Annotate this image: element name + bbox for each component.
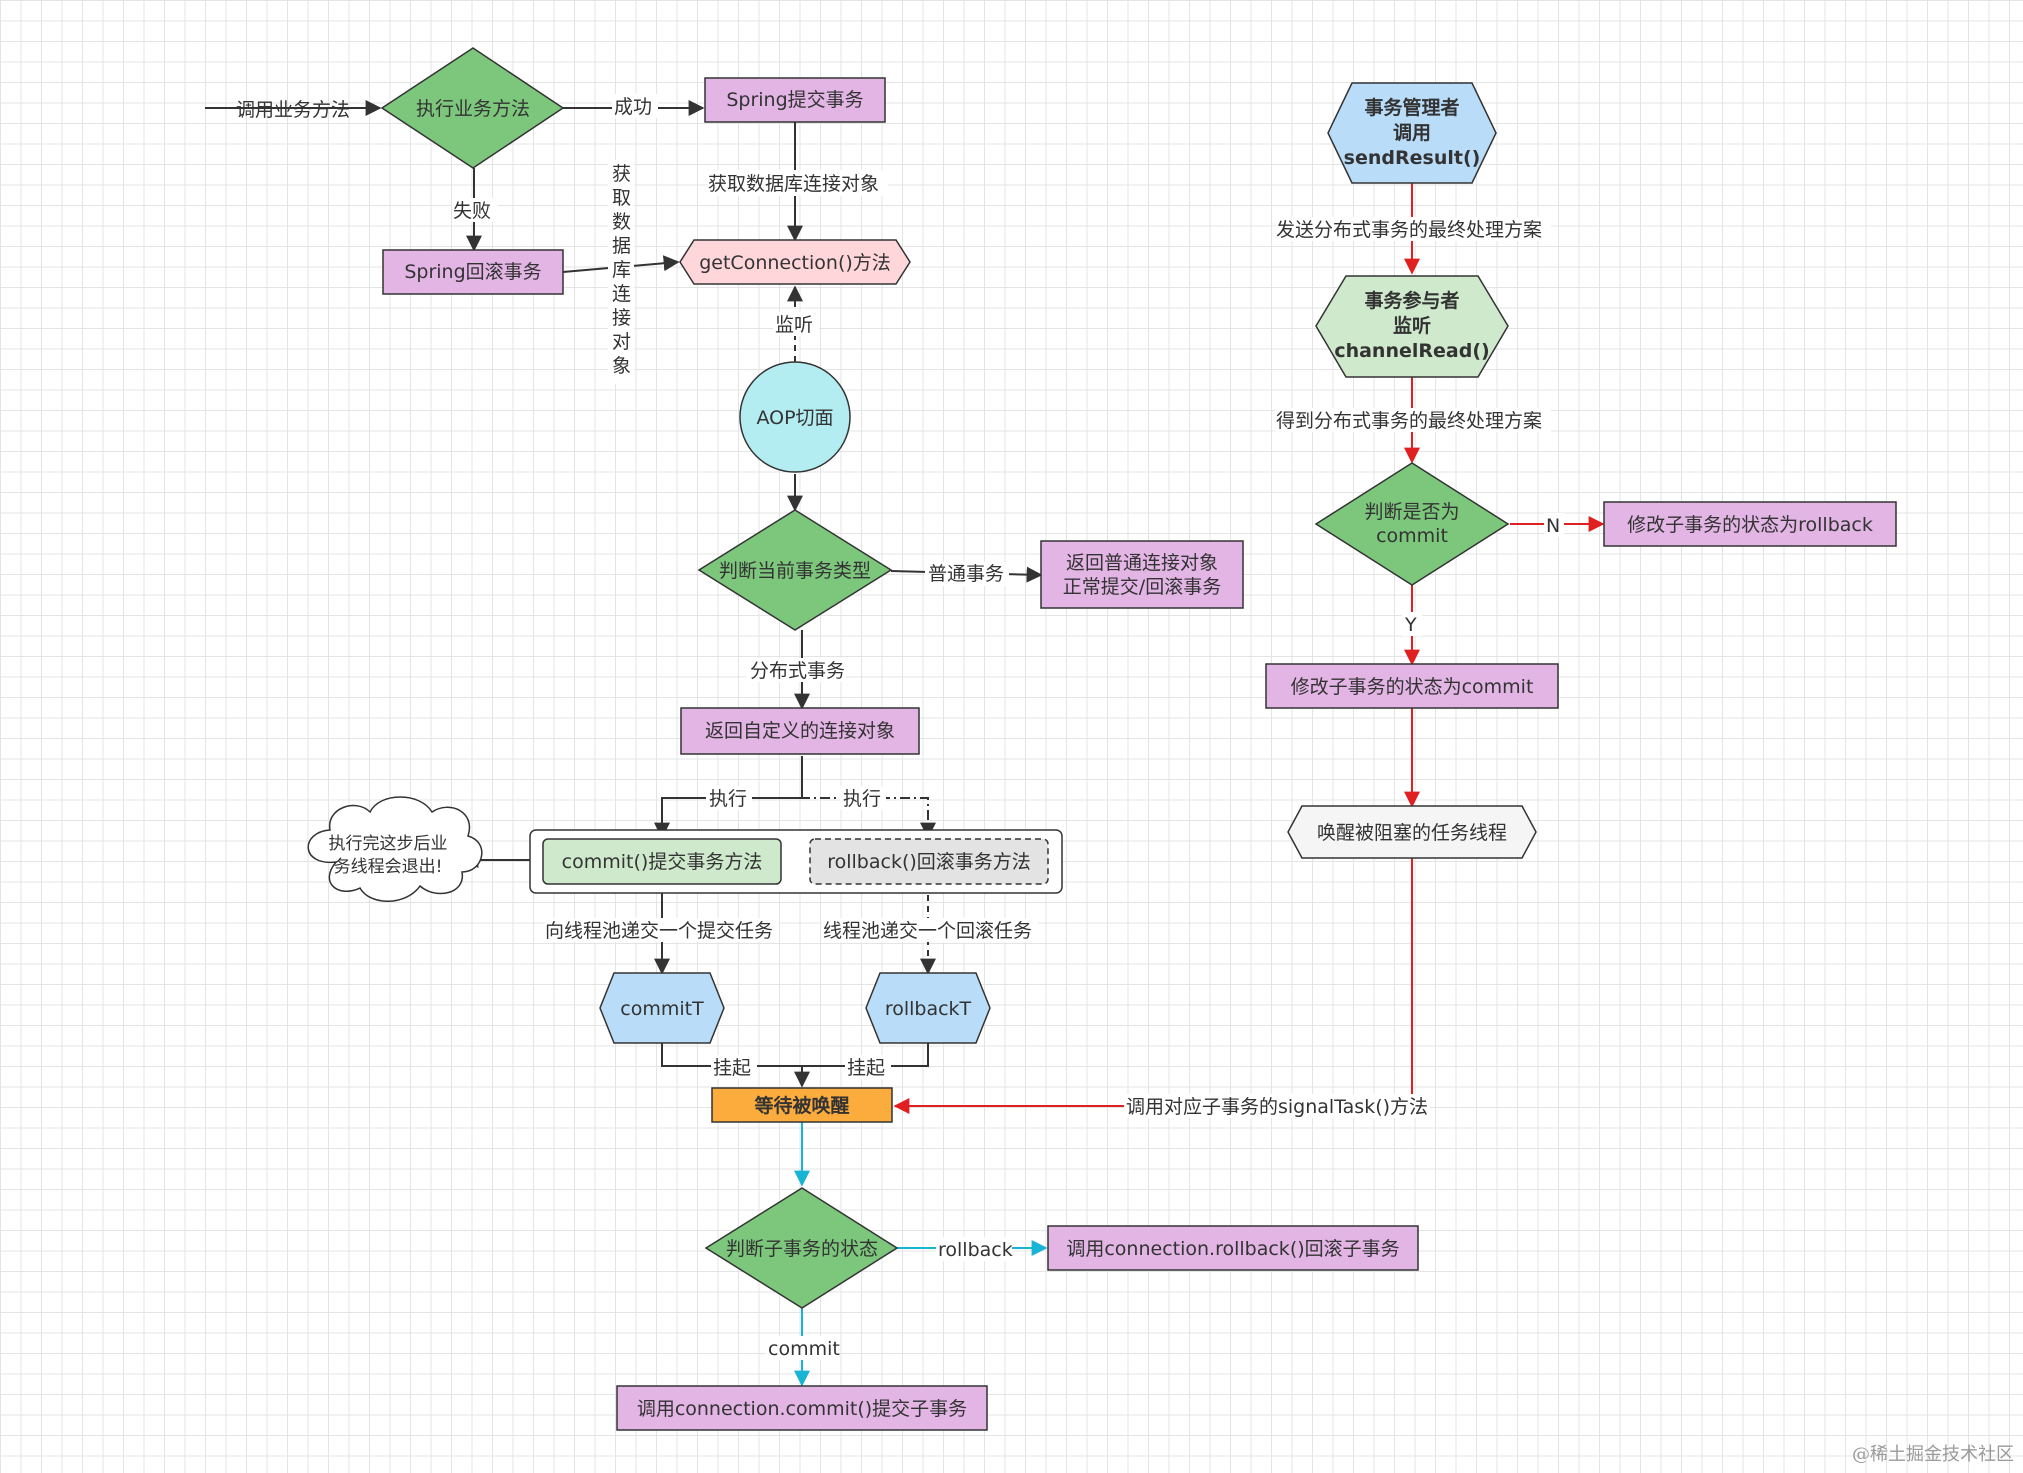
node-commitT[interactable]: commitT <box>599 972 725 1044</box>
node-aop[interactable]: AOP切面 <box>739 361 851 473</box>
node-cloud-line2: 务线程会退出! <box>334 857 443 877</box>
label-normal-tx: 普通事务 <box>928 563 1004 585</box>
node-return-custom[interactable]: 返回自定义的连接对象 <box>680 707 920 755</box>
edge-suspend-right <box>802 1043 929 1067</box>
label-get-db-conn: 获取数据库连接对象 <box>708 173 879 195</box>
node-tx-manager[interactable]: 事务管理者 调用 sendResult() <box>1327 82 1497 184</box>
label-n: N <box>1546 515 1560 537</box>
node-judge-sub-state-label: 判断子事务的状态 <box>726 1238 878 1260</box>
label-suspend-left: 挂起 <box>713 1057 751 1079</box>
node-rollback-method[interactable]: rollback()回滚事务方法 <box>809 838 1049 885</box>
node-tx-participant-line3: channelRead() <box>1334 340 1489 362</box>
label-vertical-char: 连 <box>612 283 631 305</box>
label-submit-commit: 向线程池递交一个提交任务 <box>545 920 773 942</box>
node-set-rollback-label: 修改子事务的状态为rollback <box>1627 514 1873 536</box>
label-suspend-right: 挂起 <box>847 1057 885 1079</box>
watermark: @稀土掘金技术社区 <box>1852 1444 2014 1465</box>
node-judge-commit[interactable]: 判断是否为 commit <box>1314 462 1510 586</box>
node-set-commit-label: 修改子事务的状态为commit <box>1291 676 1534 698</box>
node-rollbackT[interactable]: rollbackT <box>865 972 991 1044</box>
node-get-connection[interactable]: getConnection()方法 <box>679 239 911 285</box>
node-wake-thread-label: 唤醒被阻塞的任务线程 <box>1317 822 1507 844</box>
node-get-connection-label: getConnection()方法 <box>699 252 891 274</box>
node-judge-commit-line1: 判断是否为 <box>1364 501 1459 523</box>
label-vertical-char: 据 <box>612 235 631 257</box>
label-vertical-char: 接 <box>612 307 631 329</box>
node-conn-rollback-label: 调用connection.rollback()回滚子事务 <box>1066 1238 1399 1260</box>
node-commit-method-label: commit()提交事务方法 <box>562 851 763 873</box>
label-vertical-char: 对 <box>612 331 631 353</box>
node-rollback-method-label: rollback()回滚事务方法 <box>827 851 1031 873</box>
node-tx-manager-line3: sendResult() <box>1344 147 1481 169</box>
node-aop-label: AOP切面 <box>756 407 833 429</box>
node-tx-participant-line2: 监听 <box>1393 314 1431 337</box>
node-cloud-line1: 执行完这步后业 <box>329 834 448 854</box>
label-execute-right: 执行 <box>843 788 881 810</box>
label-vertical-char: 库 <box>612 259 631 281</box>
node-commit-method[interactable]: commit()提交事务方法 <box>542 838 782 885</box>
node-spring-commit[interactable]: Spring提交事务 <box>704 77 886 123</box>
label-send-result: 发送分布式事务的最终处理方案 <box>1276 219 1542 241</box>
node-cloud-note: 执行完这步后业 务线程会退出! <box>307 796 483 902</box>
node-return-normal-line1: 返回普通连接对象 <box>1066 552 1218 574</box>
node-judge-sub-state[interactable]: 判断子事务的状态 <box>704 1187 899 1309</box>
node-return-normal-line2: 正常提交/回滚事务 <box>1063 576 1221 598</box>
node-judge-commit-line2: commit <box>1376 525 1448 547</box>
node-rollbackT-label: rollbackT <box>885 998 972 1020</box>
node-tx-participant[interactable]: 事务参与者 监听 channelRead() <box>1315 275 1509 378</box>
label-rollback: rollback <box>938 1239 1013 1261</box>
node-exec-business-label: 执行业务方法 <box>416 98 530 120</box>
label-vertical-char: 象 <box>612 355 631 377</box>
node-wake-thread[interactable]: 唤醒被阻塞的任务线程 <box>1287 805 1537 859</box>
node-conn-commit[interactable]: 调用connection.commit()提交子事务 <box>616 1385 988 1431</box>
node-tx-participant-line1: 事务参与者 <box>1364 289 1459 312</box>
node-conn-rollback[interactable]: 调用connection.rollback()回滚子事务 <box>1047 1225 1419 1271</box>
node-wait-wake[interactable]: 等待被唤醒 <box>711 1087 893 1123</box>
label-fail: 失败 <box>453 200 491 222</box>
node-judge-tx-type[interactable]: 判断当前事务类型 <box>697 509 893 631</box>
node-exec-business[interactable]: 执行业务方法 <box>380 47 565 169</box>
node-spring-rollback[interactable]: Spring回滚事务 <box>382 249 564 295</box>
node-set-commit[interactable]: 修改子事务的状态为commit <box>1265 663 1559 709</box>
node-spring-rollback-label: Spring回滚事务 <box>404 261 541 283</box>
label-vertical-char: 取 <box>612 187 631 209</box>
label-signal-task: 调用对应子事务的signalTask()方法 <box>1126 1096 1428 1118</box>
label-success: 成功 <box>614 96 652 118</box>
edge-labels: 调用业务方法 成功 失败 获取数据库连接对象 获取数据库连接对象 监听 普通事务… <box>236 94 1564 1360</box>
label-submit-rollback: 线程池递交一个回滚任务 <box>823 920 1032 942</box>
label-execute-left: 执行 <box>709 788 747 810</box>
label-distributed-tx: 分布式事务 <box>750 660 845 682</box>
label-get-db-conn-vertical: 获取数据库连接对象 <box>608 160 634 384</box>
node-tx-manager-line1: 事务管理者 <box>1364 96 1459 119</box>
label-listen: 监听 <box>775 314 813 336</box>
node-conn-commit-label: 调用connection.commit()提交子事务 <box>637 1398 967 1420</box>
node-tx-manager-line2: 调用 <box>1393 122 1431 144</box>
label-commit: commit <box>768 1338 840 1360</box>
node-judge-tx-type-label: 判断当前事务类型 <box>719 560 871 582</box>
node-set-rollback[interactable]: 修改子事务的状态为rollback <box>1603 501 1897 547</box>
label-get-result: 得到分布式事务的最终处理方案 <box>1276 410 1542 432</box>
node-return-custom-label: 返回自定义的连接对象 <box>705 720 895 742</box>
label-call-business: 调用业务方法 <box>236 99 350 121</box>
label-y: Y <box>1404 614 1417 636</box>
node-spring-commit-label: Spring提交事务 <box>726 89 863 111</box>
node-wait-wake-label: 等待被唤醒 <box>753 1094 849 1117</box>
node-return-normal[interactable]: 返回普通连接对象 正常提交/回滚事务 <box>1040 540 1244 609</box>
label-vertical-char: 获 <box>612 163 631 185</box>
label-vertical-char: 数 <box>612 211 631 233</box>
node-commitT-label: commitT <box>620 998 704 1020</box>
